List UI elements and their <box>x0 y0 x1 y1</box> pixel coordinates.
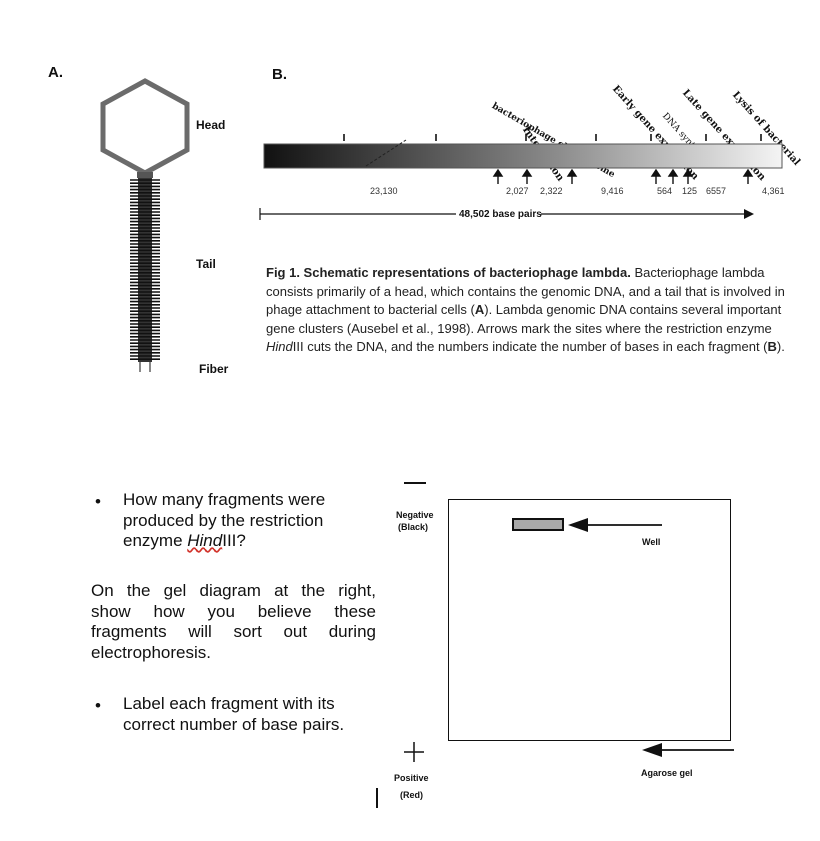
total-length-label: 48,502 base pairs <box>459 209 542 220</box>
positive-label: Positive <box>394 773 429 783</box>
fragment-size-3: 2,322 <box>540 186 563 196</box>
question-3: Label each fragment with its correct num… <box>123 694 383 735</box>
phage-tail <box>130 178 160 362</box>
well-arrow <box>566 515 666 535</box>
bullet-1: • <box>95 492 101 512</box>
caption-title: Fig 1. Schematic representations of bact… <box>266 265 631 280</box>
plus-sign <box>402 740 426 764</box>
fragment-size-6: 125 <box>682 186 697 196</box>
phage-head <box>103 81 187 173</box>
question-1: How many fragments were produced by the … <box>123 490 383 552</box>
gel-well <box>512 518 564 531</box>
negative-label: Negative <box>396 510 434 520</box>
gel-box[interactable] <box>448 499 731 741</box>
head-label: Head <box>196 118 225 132</box>
text-cursor <box>376 788 378 808</box>
minus-sign <box>404 482 426 484</box>
panel-b-label: B. <box>272 66 287 83</box>
fragment-size-1: 23,130 <box>370 186 398 196</box>
phage-neck <box>137 172 153 178</box>
positive-color-label: (Red) <box>400 790 423 800</box>
fiber-label: Fiber <box>199 362 228 376</box>
fragment-size-2: 2,027 <box>506 186 529 196</box>
fragment-size-7: 6557 <box>706 186 726 196</box>
genome-bar <box>264 144 782 168</box>
well-label: Well <box>642 537 660 547</box>
question-2: On the gel diagram at the right, show ho… <box>91 581 376 663</box>
agarose-gel-label: Agarose gel <box>641 768 693 778</box>
negative-color-label: (Black) <box>398 522 428 532</box>
agarose-arrow <box>640 740 740 760</box>
fragment-size-5: 564 <box>657 186 672 196</box>
tail-label: Tail <box>196 257 216 271</box>
bacteriophage-diagram <box>90 76 200 376</box>
figure-caption: Fig 1. Schematic representations of bact… <box>266 264 786 357</box>
fragment-size-4: 9,416 <box>601 186 624 196</box>
bullet-2: • <box>95 696 101 716</box>
fragment-size-8: 4,361 <box>762 186 785 196</box>
panel-a-label: A. <box>48 64 63 81</box>
hindiii-cut-arrows <box>494 170 752 184</box>
